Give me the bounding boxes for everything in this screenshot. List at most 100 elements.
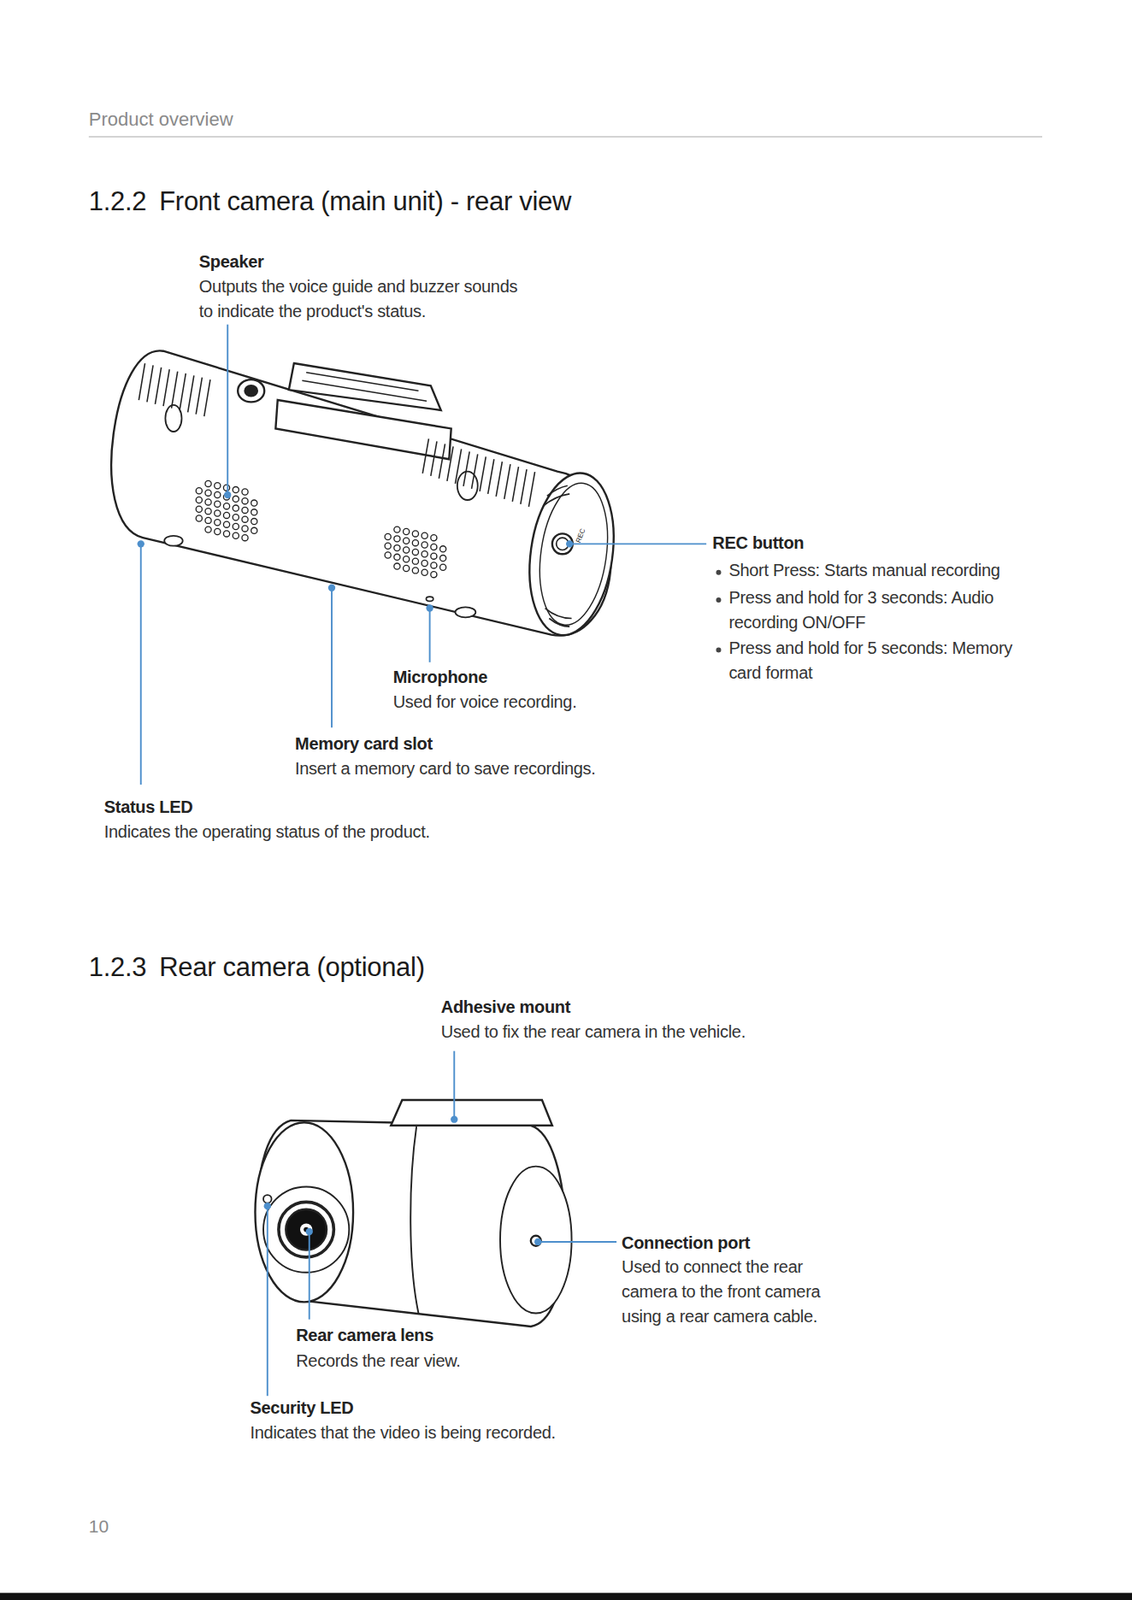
speaker-hole [195, 488, 202, 495]
speaker-hole [430, 562, 437, 569]
screw [164, 536, 183, 547]
leader-line [537, 1241, 617, 1244]
speaker-hole [223, 521, 230, 528]
part-name: REC button [712, 530, 804, 556]
vent-slot [471, 453, 478, 490]
lens-barrel [263, 1186, 349, 1273]
speaker-hole [214, 483, 221, 490]
speaker-hole [421, 569, 428, 576]
part-name: Memory card slot [294, 731, 433, 757]
speaker-hole [412, 530, 419, 537]
vent-slot [195, 377, 202, 415]
camera-end-ring [530, 478, 616, 630]
mount-detail [301, 380, 427, 401]
part-name: Adhesive mount [441, 995, 571, 1020]
camera-hole [245, 385, 258, 396]
part-description: Insert a memory card to save recordings. [294, 756, 596, 782]
speaker-hole [412, 567, 419, 574]
part-name: Speaker [199, 249, 265, 275]
part-name: Security LED [249, 1396, 354, 1421]
end-vent [542, 485, 572, 627]
part-description: Indicates that the video is being record… [249, 1420, 555, 1446]
speaker-hole [403, 528, 410, 535]
speaker-hole [195, 506, 202, 513]
part-description: Records the rear view. [295, 1349, 460, 1374]
speaker-hole [232, 486, 239, 493]
screw [457, 471, 478, 501]
page-number: 10 [88, 1516, 109, 1538]
part-description: Outputs the voice guide and buzzer sound… [199, 274, 518, 325]
mount-plate [288, 363, 442, 411]
speaker-hole [241, 535, 248, 542]
speaker-hole [241, 525, 248, 532]
speaker-hole [232, 495, 239, 502]
speaker-hole [394, 536, 401, 543]
rec-button [552, 533, 573, 555]
section-heading: Rear camera (optional) [159, 952, 425, 984]
speaker-hole [232, 514, 239, 521]
speaker-hole [214, 510, 221, 517]
speaker-hole [241, 507, 248, 513]
speaker-hole [430, 543, 437, 550]
speaker-hole [403, 547, 410, 554]
leader-line [330, 588, 333, 729]
vent-slot [495, 461, 502, 497]
header-rule [88, 135, 1043, 137]
speaker-hole [412, 548, 419, 555]
speaker-hole [440, 564, 447, 571]
speaker-hole [440, 546, 447, 553]
speaker-hole [440, 554, 447, 561]
speaker-hole [251, 518, 258, 525]
front-camera-drawing [111, 350, 624, 641]
speaker-hole [430, 571, 437, 578]
part-name: Rear camera lens [295, 1323, 434, 1349]
speaker-hole [241, 516, 248, 523]
leader-dots [137, 491, 574, 1246]
speaker-hole [241, 489, 248, 496]
microphone-hole [425, 596, 433, 602]
vent-slot [520, 469, 527, 505]
speaker-hole [195, 496, 202, 503]
speaker-hole [412, 558, 419, 565]
speaker-hole [421, 532, 428, 539]
leader-line [308, 1232, 311, 1321]
leader-dot [264, 1202, 272, 1210]
speaker-hole [251, 500, 258, 507]
security-led [263, 1195, 272, 1204]
vent-slot [463, 451, 470, 487]
camera-end-face [519, 467, 624, 641]
vent-slot [138, 363, 145, 401]
leader-line [569, 542, 707, 545]
leader-dot [425, 604, 433, 612]
speaker-hole [394, 554, 401, 561]
section-number: 1.2.3 [88, 952, 147, 984]
vent-slot [188, 375, 195, 413]
leader-dot [450, 1116, 458, 1124]
vent-slot [528, 471, 535, 508]
vent-slot [504, 464, 511, 500]
speaker-hole [403, 537, 410, 544]
screw [454, 607, 476, 618]
speaker-hole [403, 556, 410, 563]
part-description: Indicates the operating status of the pr… [104, 819, 431, 845]
speaker-hole [421, 560, 428, 566]
bullet-item: Press and hold for 5 seconds: Memory car… [728, 636, 1035, 686]
speaker-hole [403, 565, 410, 572]
end-face [500, 1167, 572, 1315]
lens-highlight [300, 1223, 313, 1236]
bullet [715, 570, 721, 576]
speaker-hole [205, 517, 212, 524]
speaker-hole [241, 498, 248, 505]
part-name: Status LED [104, 795, 194, 820]
speaker-hole [223, 503, 230, 510]
section-number: 1.2.2 [88, 186, 147, 218]
speaker-hole [195, 515, 202, 522]
speaker-hole [223, 512, 230, 519]
mount-detail [306, 372, 419, 391]
speaker-hole [430, 553, 437, 560]
adhesive-mount-top [390, 1100, 553, 1127]
speaker-hole [394, 526, 401, 533]
leader-dot [137, 540, 145, 548]
part-name: Connection port [621, 1231, 750, 1256]
vent-slot [430, 441, 437, 477]
